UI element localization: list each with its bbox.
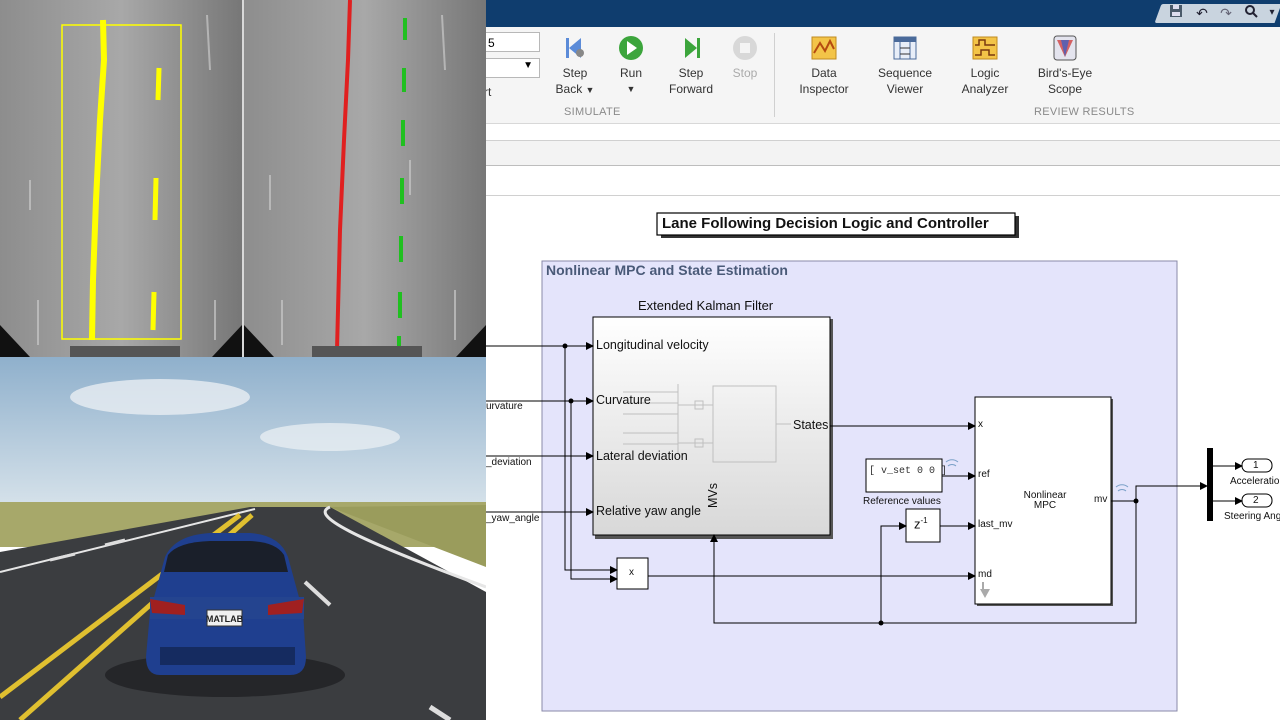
redo-icon[interactable]: ↷ xyxy=(1220,5,1232,21)
outport-1-label: Acceleration xyxy=(1230,476,1280,487)
sequence-viewer-label-1: Sequence xyxy=(877,66,933,80)
data-inspector-label-2: Inspector xyxy=(799,82,849,96)
delay-base: z xyxy=(914,516,921,532)
step-back-label-2: Back xyxy=(555,82,583,96)
ekf-internal-preview xyxy=(623,384,791,463)
ekf-label: Extended Kalman Filter xyxy=(638,298,774,313)
step-back-icon xyxy=(561,35,589,61)
reference-values-content: [ v_set 0 0 ] xyxy=(869,466,948,477)
block-diagram xyxy=(486,212,1273,712)
product-block[interactable] xyxy=(616,557,649,590)
chevron-icon[interactable]: ▾ xyxy=(1269,7,1275,18)
birds-eye-scope-icon xyxy=(1051,35,1079,61)
model-browser-bar xyxy=(486,141,1280,166)
ribbon-separator xyxy=(774,33,775,117)
dropdown-arrow-icon: ▼ xyxy=(523,60,533,71)
run-button[interactable]: Run ▼ xyxy=(596,27,666,97)
model-canvas[interactable]: Lane Following Decision Logic and Contro… xyxy=(486,195,1280,720)
nonlinear-mpc-block[interactable] xyxy=(974,396,1112,605)
simulation-mode-select[interactable]: ▼ xyxy=(486,58,540,78)
ekf-input-lateral-deviation: Lateral deviation xyxy=(596,449,688,463)
stop-time-input[interactable]: 5 xyxy=(486,32,540,52)
run-dropdown-icon: ▼ xyxy=(626,84,636,94)
title-annotation-box[interactable] xyxy=(656,212,1016,236)
birds-eye-scope-label-2: Scope xyxy=(1047,82,1083,96)
ekf-output-states: States xyxy=(793,418,829,432)
diagram-title: Lane Following Decision Logic and Contro… xyxy=(662,215,989,232)
signal-label-lateral-deviation: _deviation xyxy=(486,457,532,468)
birds-eye-scope-label-1: Bird's-Eye xyxy=(1037,66,1093,80)
simulink-window: ↶ ↷ ▾ 5 ▼ rt Step Back ▼ Run ▼ xyxy=(486,0,1280,720)
save-icon[interactable] xyxy=(1166,4,1186,22)
3d-scene-image: MATLAB xyxy=(0,357,486,720)
stop-icon xyxy=(731,35,759,61)
product-label: x xyxy=(629,567,634,578)
stop-button[interactable]: Stop xyxy=(710,27,780,81)
data-inspector-button[interactable]: Data Inspector xyxy=(789,27,859,97)
step-forward-label-1: Step xyxy=(678,66,704,80)
ribbon-toolstrip: 5 ▼ rt Step Back ▼ Run ▼ Step Forw xyxy=(486,27,1280,124)
ekf-block[interactable] xyxy=(592,316,831,536)
outport-1-number: 1 xyxy=(1253,460,1259,471)
step-forward-icon xyxy=(677,35,705,61)
data-inspector-label-1: Data xyxy=(811,66,837,80)
search-icon[interactable] xyxy=(1241,4,1261,22)
review-results-group-label: REVIEW RESULTS xyxy=(1034,106,1135,118)
run-icon xyxy=(617,35,645,61)
title-bar: ↶ ↷ ▾ xyxy=(486,0,1280,27)
ekf-input-relative-yaw-angle: Relative yaw angle xyxy=(596,504,701,518)
outport-2-number: 2 xyxy=(1253,495,1259,506)
logic-analyzer-label-2: Analyzer xyxy=(961,82,1009,96)
birds-eye-scope-button[interactable]: Bird's-Eye Scope xyxy=(1030,27,1100,97)
mpc-port-md: md xyxy=(978,569,992,580)
run-label: Run xyxy=(619,66,642,80)
step-back-dropdown-icon: ▼ xyxy=(585,85,595,95)
reference-values-label: Reference values xyxy=(863,496,941,507)
mpc-down-arrow-icon xyxy=(980,589,990,598)
stop-label: Stop xyxy=(732,66,758,80)
mpc-output-mv: mv xyxy=(1094,494,1108,505)
license-plate-text: MATLAB xyxy=(206,614,244,624)
undo-icon[interactable]: ↶ xyxy=(1196,5,1208,21)
logic-analyzer-button[interactable]: Logic Analyzer xyxy=(950,27,1020,97)
step-back-button[interactable]: Step Back ▼ xyxy=(540,27,610,98)
simulate-group-label: SIMULATE xyxy=(564,106,621,118)
step-forward-label-2: Forward xyxy=(668,82,713,96)
sequence-viewer-icon xyxy=(891,35,919,61)
bus-creator-bar[interactable] xyxy=(1207,448,1213,521)
signal-label-curvature: urvature xyxy=(486,401,523,412)
mpc-name-line2: MPC xyxy=(1033,500,1057,511)
logic-analyzer-label-1: Logic xyxy=(970,66,1000,80)
3d-scene-view: MATLAB xyxy=(0,357,486,720)
sequence-viewer-button[interactable]: Sequence Viewer xyxy=(870,27,940,97)
sequence-viewer-label-2: Viewer xyxy=(886,82,924,96)
birds-eye-view-image xyxy=(0,0,486,357)
ekf-input-longitudinal-velocity: Longitudinal velocity xyxy=(596,338,709,352)
step-forward-button[interactable]: Step Forward xyxy=(656,27,726,97)
signal-label-yaw-angle: _yaw_angle xyxy=(486,513,540,524)
birds-eye-view-panel xyxy=(0,0,486,357)
signal-logging-icon xyxy=(945,459,1129,492)
partial-label: rt xyxy=(486,85,492,99)
reference-values-text: v_set 0 0 xyxy=(881,466,936,477)
data-inspector-icon xyxy=(810,35,838,61)
outport-2-label: Steering Angle xyxy=(1224,511,1280,522)
mpc-port-ref: ref xyxy=(978,469,990,480)
mpc-port-last-mv: last_mv xyxy=(978,519,1013,530)
ekf-port-mvs: MVs xyxy=(706,483,720,508)
ekf-input-curvature: Curvature xyxy=(596,393,651,407)
step-back-label-1: Step xyxy=(562,66,588,80)
subsystem-title: Nonlinear MPC and State Estimation xyxy=(546,262,788,278)
mpc-name-line1: Nonlinear xyxy=(1023,490,1067,501)
toolstrip-collapse-bar xyxy=(486,124,1280,141)
delay-label: z-1 xyxy=(914,516,928,531)
logic-analyzer-icon xyxy=(971,35,999,61)
mpc-port-x: x xyxy=(978,419,983,430)
delay-exponent: -1 xyxy=(920,516,928,525)
